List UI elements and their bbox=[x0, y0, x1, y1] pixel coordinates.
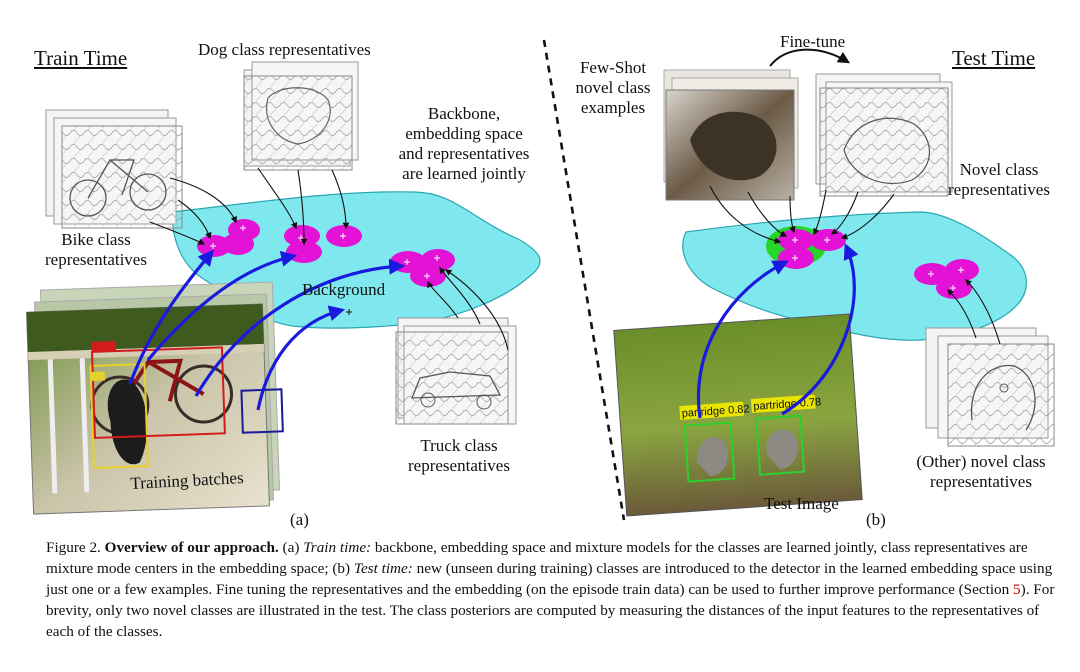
novel-label-line-1: Novel class bbox=[959, 160, 1039, 179]
figure-diagram: partridge 0.82 partridge 0.78 bbox=[26, 39, 1055, 521]
caption-section-ref[interactable]: 5 bbox=[1013, 581, 1021, 598]
fewshot-label-line-3: examples bbox=[580, 98, 646, 117]
caption-train-term: Train time: bbox=[303, 539, 372, 556]
test-sketch-arrows bbox=[709, 185, 1001, 345]
truck-class-label: Truck class representatives bbox=[392, 436, 526, 476]
bike-label-line-2: representatives bbox=[45, 250, 147, 269]
finetune-arrow bbox=[769, 48, 851, 67]
truck-label-line-2: representatives bbox=[408, 456, 510, 475]
caption-test-term: Test time: bbox=[353, 560, 413, 577]
test-query-arrows bbox=[696, 243, 859, 419]
dog-representatives-images bbox=[243, 61, 359, 171]
train-time-header: Train Time bbox=[34, 46, 128, 70]
representative-dog-2 bbox=[286, 241, 322, 263]
bike-class-label: Bike class representatives bbox=[26, 230, 166, 270]
other-novel-label-line-1: (Other) novel class bbox=[916, 452, 1046, 471]
representative-dog-1 bbox=[284, 225, 320, 247]
panel-a-tag: (a) bbox=[290, 510, 309, 529]
dog-class-label: Dog class representatives bbox=[198, 40, 371, 59]
finetune-label: Fine-tune bbox=[780, 32, 846, 51]
representative-bike-3 bbox=[222, 233, 254, 255]
train-sketch-arrows bbox=[149, 167, 509, 351]
background-point bbox=[346, 309, 352, 315]
truck-label-line-1: Truck class bbox=[420, 436, 498, 455]
novel-representatives-images bbox=[815, 73, 953, 197]
novel-class-label: Novel class representatives bbox=[930, 160, 1068, 200]
caption-a-tag: (a) bbox=[282, 539, 300, 556]
backbone-label-line-1: Backbone, bbox=[427, 104, 501, 123]
caption-fig-label: Figure 2. bbox=[46, 539, 101, 556]
other-novel-representatives-images bbox=[925, 327, 1055, 447]
backbone-label-line-2: embedding space bbox=[405, 124, 523, 143]
backbone-label: Backbone, embedding space and representa… bbox=[380, 104, 548, 184]
other-novel-label: (Other) novel class representatives bbox=[896, 452, 1066, 492]
test-image: partridge 0.82 partridge 0.78 bbox=[613, 313, 863, 517]
caption-b-tag: (b) bbox=[332, 560, 351, 577]
test-time-header: Test Time bbox=[952, 46, 1036, 70]
training-batches-images bbox=[26, 281, 284, 515]
fewshot-label-line-1: Few-Shot bbox=[579, 58, 647, 77]
truck-representatives-images bbox=[395, 317, 517, 425]
caption-title: Overview of our approach. bbox=[104, 539, 279, 556]
caption-text-b: new (unseen during training) classes are… bbox=[46, 560, 1053, 598]
bike-label-line-1: Bike class bbox=[61, 230, 131, 249]
detection-label-2: partridge 0.78 bbox=[753, 396, 822, 413]
bike-representatives-images bbox=[45, 109, 183, 229]
fewshot-example-images bbox=[663, 69, 799, 201]
fewshot-label-line-2: novel class bbox=[575, 78, 651, 97]
novel-label-line-2: representatives bbox=[948, 180, 1050, 199]
backbone-label-line-4: are learned jointly bbox=[402, 164, 526, 183]
panel-b-tag: (b) bbox=[866, 510, 886, 529]
caption-text-a: backbone, embedding space and mixture mo… bbox=[46, 539, 1028, 577]
train-batch-arrows bbox=[128, 249, 406, 411]
test-image-label: Test Image bbox=[764, 494, 839, 513]
background-label: Background bbox=[302, 280, 386, 299]
caption-text-c: ). For brevity, only two novel classes a… bbox=[46, 581, 1055, 640]
panel-divider bbox=[542, 39, 626, 521]
backbone-label-line-3: and representatives bbox=[398, 144, 530, 163]
other-novel-label-line-2: representatives bbox=[930, 472, 1032, 491]
figure-caption: Figure 2. Overview of our approach. (a) … bbox=[46, 537, 1066, 642]
fewshot-label: Few-Shot novel class examples bbox=[566, 58, 660, 118]
